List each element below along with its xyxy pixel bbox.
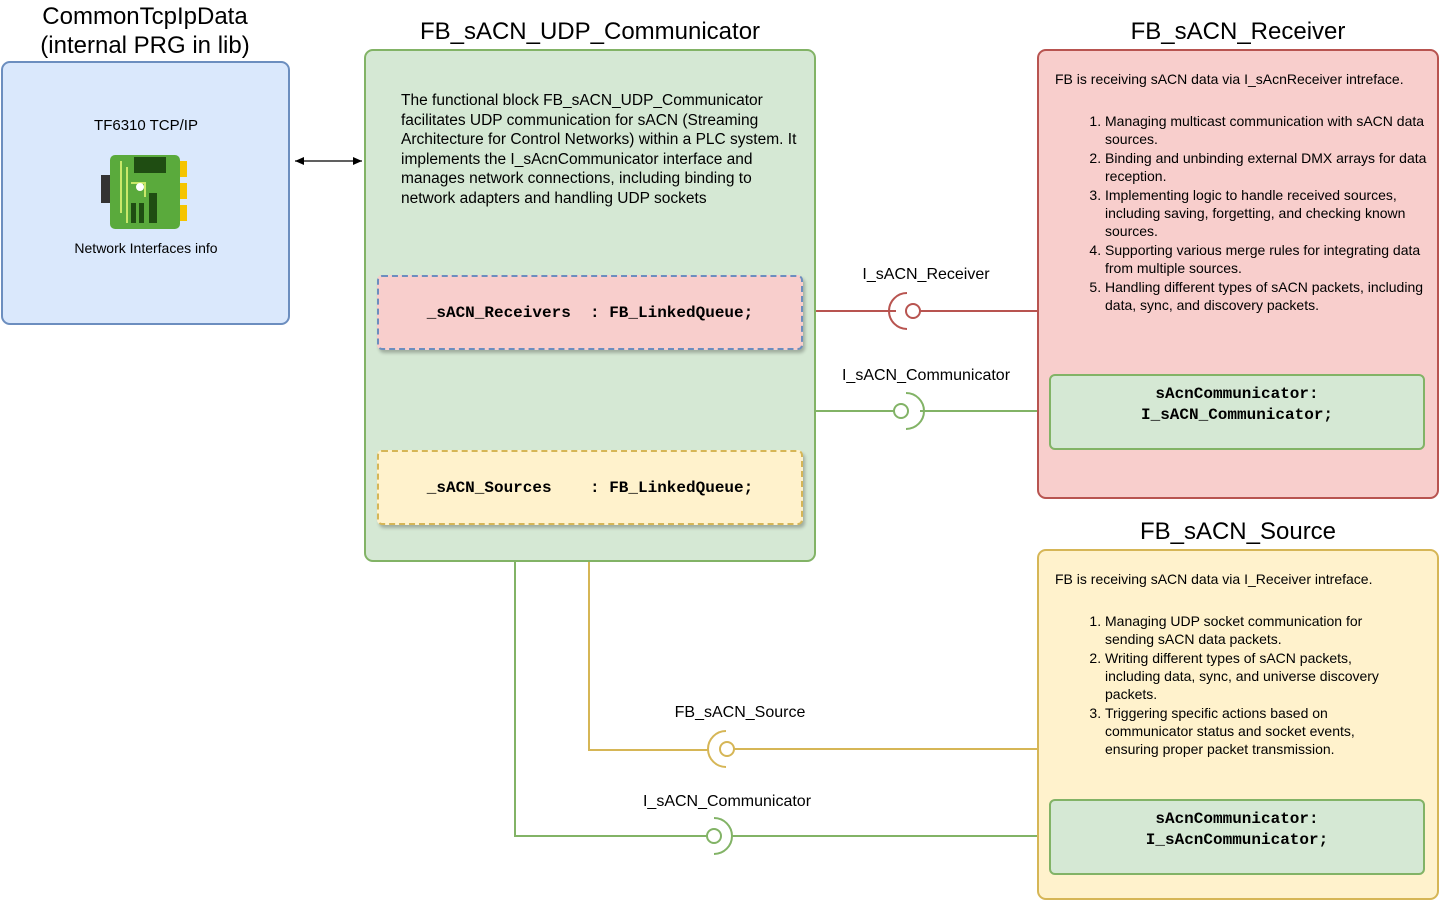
receiver-intro: FB is receiving sACN data via I_sAcnRece…: [1055, 71, 1404, 87]
receiver-communicator-field: sAcnCommunicator: I_sACN_Communicator;: [1049, 374, 1425, 450]
source-feature-item: Managing UDP socket communication for se…: [1105, 612, 1400, 648]
source-feature-item: Triggering specific actions based on com…: [1105, 704, 1400, 758]
communicator-interface-connector-top: [815, 392, 1049, 430]
receiver-feature-item: Handling different types of sACN packets…: [1105, 278, 1433, 314]
receiver-interface-label: I_sACN_Receiver: [862, 266, 990, 283]
receiver-interface-connector: [803, 292, 1038, 330]
receiver-feature-item: Implementing logic to handle received so…: [1105, 186, 1433, 240]
receiver-field-line2: I_sACN_Communicator;: [1140, 406, 1334, 424]
receiver-title: FB_sACN_Receiver: [1130, 18, 1346, 45]
network-card-icon: [101, 155, 187, 229]
communicator-interface-label-top: I_sACN_Communicator: [841, 367, 1011, 384]
source-field-line1: sAcnCommunicator:: [1155, 810, 1319, 828]
sources-field-text: _sACN_Sources : FB_LinkedQueue;: [426, 478, 754, 497]
source-interface-label: FB_sACN_Source: [674, 704, 806, 721]
source-field-line2: I_sAcnCommunicator;: [1145, 831, 1329, 849]
sources-queue-field: _sACN_Sources : FB_LinkedQueue;: [377, 450, 803, 525]
communicator-interface-label-bottom: I_sACN_Communicator: [642, 793, 812, 810]
receiver-field-line1: sAcnCommunicator:: [1155, 385, 1319, 403]
receivers-field-text: _sACN_Receivers : FB_LinkedQueue;: [426, 303, 754, 322]
tcp-label: TF6310 TCP/IP: [94, 117, 198, 134]
source-communicator-field: sAcnCommunicator: I_sAcnCommunicator;: [1049, 799, 1425, 875]
communicator-title: FB_sACN_UDP_Communicator: [419, 18, 761, 45]
network-interfaces-label: Network Interfaces info: [74, 240, 218, 256]
source-intro: FB is receiving sACN data via I_Receiver…: [1055, 571, 1373, 587]
receivers-queue-field: _sACN_Receivers : FB_LinkedQueue;: [377, 275, 803, 350]
source-interface-connector: [588, 524, 1038, 768]
receiver-feature-item: Binding and unbinding external DMX array…: [1105, 149, 1433, 185]
source-feature-list: Managing UDP socket communication for se…: [1055, 612, 1400, 759]
common-tcp-title: CommonTcpIpData (internal PRG in lib): [40, 3, 250, 59]
communicator-interface-connector-bottom: [514, 562, 1049, 855]
source-feature-item: Writing different types of sACN packets,…: [1105, 649, 1400, 703]
receiver-feature-item: Supporting various merge rules for integ…: [1105, 241, 1433, 277]
receiver-feature-list: Managing multicast communication with sA…: [1055, 112, 1433, 315]
communicator-description: The functional block FB_sACN_UDP_Communi…: [401, 92, 797, 207]
receiver-feature-item: Managing multicast communication with sA…: [1105, 112, 1433, 148]
source-title: FB_sACN_Source: [1139, 518, 1337, 545]
